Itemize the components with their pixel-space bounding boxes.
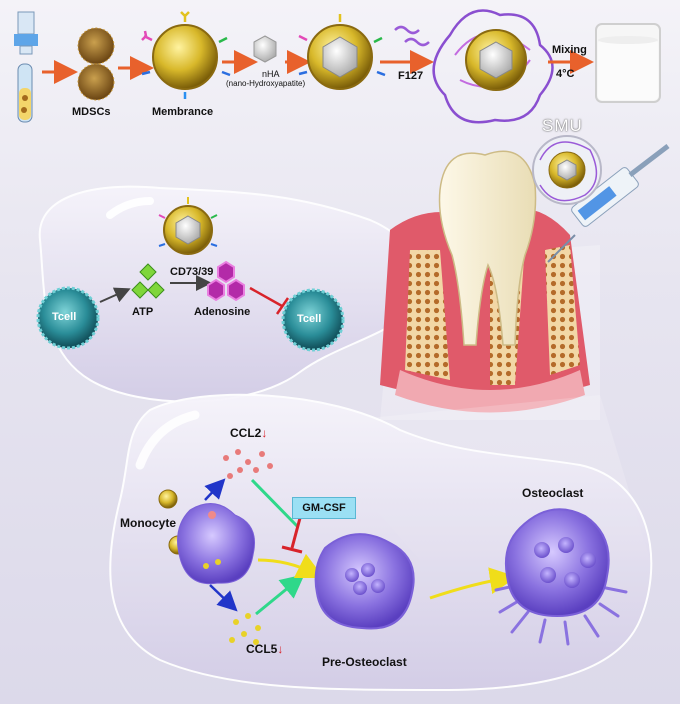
smu-label: SMU [542, 116, 583, 135]
monocyte-cell [177, 503, 255, 585]
ccl2-down-arrow: ↓ [261, 426, 268, 440]
gum-and-bone [380, 208, 590, 413]
osteoclast-label: Osteoclast [522, 486, 584, 500]
smu-particle-top [158, 197, 218, 255]
ccl5-text: CCL5 [246, 642, 278, 656]
smu-magnified-circle [532, 135, 602, 205]
tcell-right-label: Tcell [297, 313, 322, 325]
nha-label: nHA [262, 69, 280, 79]
line-ccl2-to-inhibit [250, 478, 300, 529]
arrow-monocyte-to-ccl5 [209, 584, 238, 612]
gm-csf-box: GM-CSF [292, 497, 356, 519]
arrow-ccl5-to-preosteoclast [255, 574, 305, 616]
mixing-label: Mixing [552, 44, 587, 56]
mdscs-label: MDSCs [72, 106, 111, 118]
pre-osteoclast-label: Pre-Osteoclast [322, 655, 407, 669]
syringe-icon [547, 144, 670, 263]
smu-hydrogel-particle [432, 9, 554, 124]
adenosine-molecules [207, 260, 245, 302]
membrance-label: Membrance [152, 106, 214, 118]
arrow-monocyte-to-ccl2 [204, 478, 226, 501]
arrow-tcell-to-atp [99, 287, 131, 303]
beaker-icon [595, 23, 661, 103]
ccl2-dots [223, 449, 273, 479]
arrow-preosteoclast-to-osteoclast [429, 567, 517, 600]
coated-nha-vesicle [298, 14, 386, 90]
pre-osteoclast-cell [314, 533, 415, 630]
tcell-left-label: Tcell [52, 311, 77, 323]
adenosine-label: Adenosine [194, 306, 251, 318]
ccl5-down-arrow: ↓ [277, 642, 284, 656]
inhibit-arrow-adenosine [249, 286, 290, 315]
nha-full-label: (nano-Hydroxyapatite) [226, 79, 306, 88]
ccl2-text: CCL2 [230, 426, 262, 440]
bubble-highlight-lower [135, 410, 200, 470]
f127-polymer-strands [394, 25, 430, 47]
tcell-left [36, 286, 100, 350]
f127-label: F127 [398, 70, 424, 82]
nha-crystal-icon [253, 35, 277, 63]
atp-label: ATP [132, 306, 154, 318]
tooth-icon [438, 150, 537, 346]
atp-molecules [131, 263, 165, 299]
inhibit-arrow-gm-csf [281, 517, 303, 554]
cd73-39-label: CD73/39 [170, 266, 214, 278]
ccl5-label: CCL5↓ [246, 642, 283, 656]
osteoclast-cell [494, 508, 628, 646]
tcell-right [281, 288, 345, 352]
ccl2-label: CCL2↓ [230, 426, 267, 440]
blood-tube-icon [17, 63, 33, 123]
membrane-vesicle [141, 11, 231, 99]
mdsc-cells [77, 27, 115, 101]
bubble-highlight [106, 197, 154, 219]
ccl5-dots [229, 613, 261, 645]
centrifuge-tube-icon [14, 11, 38, 55]
temperature-label: 4°C [556, 68, 575, 80]
monocyte-label: Monocyte [120, 516, 177, 530]
arrow-monocyte-to-preosteoclast [257, 553, 325, 579]
